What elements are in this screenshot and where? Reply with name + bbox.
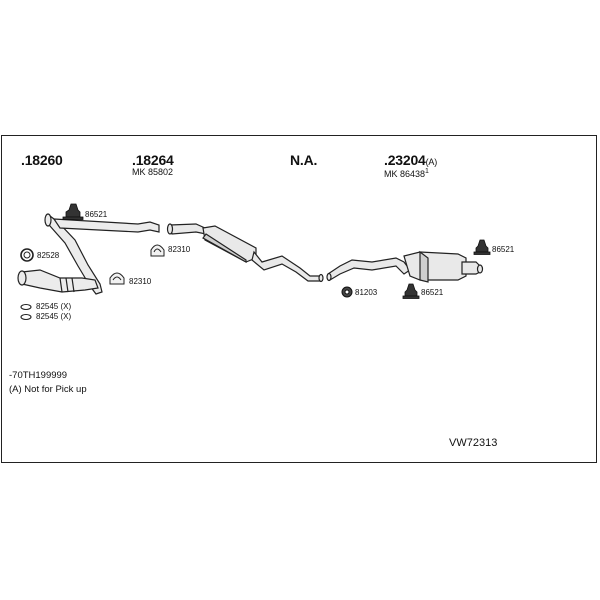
clamp-82310-mid-icon (150, 244, 165, 257)
note-serial: -70TH199999 (9, 370, 68, 381)
mk-86438-mark: 1 (425, 168, 429, 175)
hanger-86521-right-bottom-icon (402, 283, 420, 299)
hanger-86521-left-icon (62, 203, 84, 220)
callout-82545-a: 82545 (X) (36, 302, 72, 311)
callout-82528: 82528 (37, 251, 60, 260)
part-23204: .23204(A) (384, 153, 437, 167)
callout-86521-left: 86521 (85, 210, 108, 219)
part-18264: .18264 (132, 152, 174, 168)
centre-muffler (166, 223, 324, 283)
part-na: N.A. (290, 152, 318, 168)
ring-82528-icon (20, 248, 34, 262)
hanger-86521-right-top-icon (473, 239, 491, 255)
front-pipe (44, 213, 160, 295)
flex-pipe (17, 269, 99, 293)
part-18260: .18260 (21, 152, 63, 168)
callout-82545-b: 82545 (X) (36, 312, 72, 321)
callout-86521-right-top: 86521 (492, 245, 515, 254)
callout-82310-low: 82310 (129, 277, 152, 286)
part-23204-flag: (A) (425, 157, 438, 167)
note-pickup: (A) Not for Pick up (9, 384, 87, 395)
gasket-82545-icon (20, 303, 32, 321)
part-23204-number: .23204 (384, 152, 426, 168)
rear-muffler (326, 250, 484, 283)
mk-86438: MK 864381 (384, 168, 429, 179)
ring-81203-icon (341, 286, 353, 298)
diagram-frame (1, 135, 597, 463)
callout-82310-mid: 82310 (168, 245, 191, 254)
reference-number: VW72313 (449, 437, 498, 449)
callout-86521-right-bottom: 86521 (421, 288, 444, 297)
mk-86438-text: MK 86438 (384, 169, 426, 179)
callout-81203: 81203 (355, 288, 378, 297)
clamp-82310-low-icon (109, 272, 125, 285)
mk-85802: MK 85802 (132, 167, 174, 177)
